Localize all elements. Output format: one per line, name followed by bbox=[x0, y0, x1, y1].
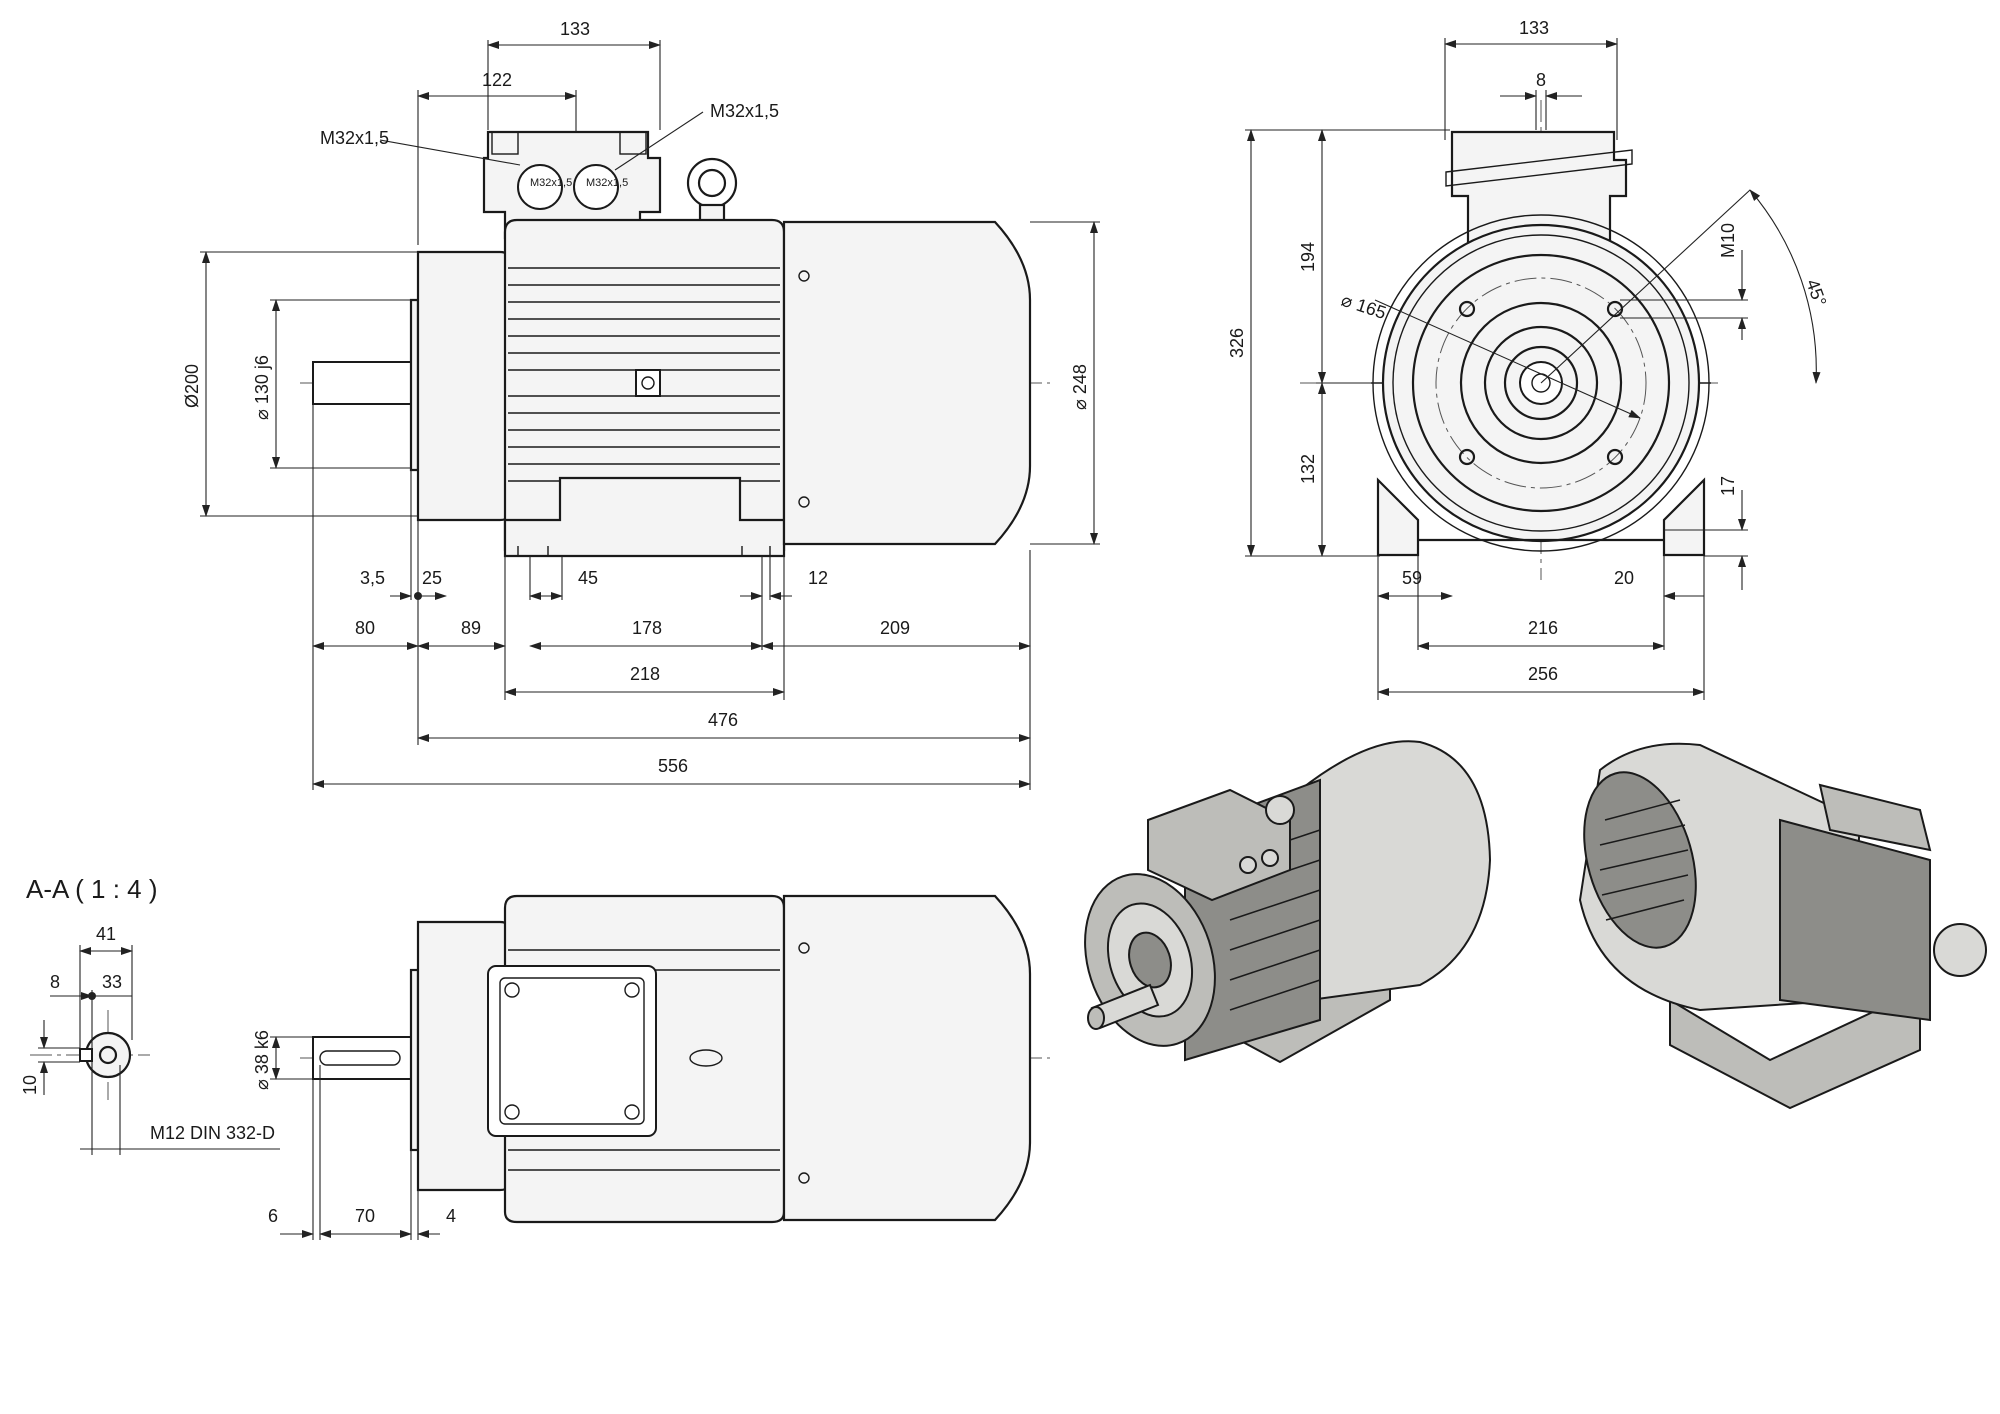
section-dim-10: 10 bbox=[20, 1075, 40, 1095]
end-view: 133 8 326 194 132 ⌀ 165 M10 45° 17 bbox=[1227, 18, 1830, 700]
top-shaft bbox=[312, 1036, 412, 1080]
section-dim-8: 8 bbox=[50, 972, 60, 992]
side-view: M32x1,5 M32x1,5 bbox=[182, 19, 1100, 790]
gland-left-label: M32x1,5 bbox=[320, 128, 389, 148]
end-dim-256: 256 bbox=[1528, 664, 1558, 684]
end-terminal-box bbox=[1450, 130, 1628, 248]
top-dim-d38k6: ⌀ 38 k6 bbox=[252, 1030, 272, 1090]
iso-view-rear bbox=[1578, 742, 1987, 1110]
dim-178: 178 bbox=[632, 618, 662, 638]
section-aa: A-A ( 1 : 4 ) 41 8 33 10 M12 DIN 332-D bbox=[20, 874, 280, 1155]
dim-122: 122 bbox=[482, 70, 512, 90]
dim-25: 25 bbox=[422, 568, 442, 588]
mounting-feet bbox=[503, 476, 786, 558]
top-dim-70: 70 bbox=[355, 1206, 375, 1226]
section-dim-41: 41 bbox=[96, 924, 116, 944]
dim-218: 218 bbox=[630, 664, 660, 684]
fan-grille bbox=[1599, 799, 1689, 921]
dim-d130j6: ⌀ 130 j6 bbox=[252, 355, 272, 420]
end-dim-d165: ⌀ 165 bbox=[1339, 290, 1389, 323]
dim-d248: ⌀ 248 bbox=[1070, 364, 1090, 410]
end-dim-20: 20 bbox=[1614, 568, 1634, 588]
dim-476: 476 bbox=[708, 710, 738, 730]
top-terminal-box bbox=[487, 965, 657, 1137]
end-dim-17: 17 bbox=[1718, 476, 1738, 496]
end-feet bbox=[1376, 477, 1420, 557]
top-view: ⌀ 38 k6 6 70 4 bbox=[252, 894, 1050, 1240]
end-dim-132: 132 bbox=[1298, 454, 1318, 484]
gland-right-label: M32x1,5 bbox=[710, 101, 779, 121]
section-title: A-A ( 1 : 4 ) bbox=[26, 874, 158, 904]
svg-text:M32x1,5: M32x1,5 bbox=[530, 177, 572, 189]
dim-12: 12 bbox=[808, 568, 828, 588]
end-dim-m10: M10 bbox=[1718, 223, 1738, 258]
end-dim-216: 216 bbox=[1528, 618, 1558, 638]
end-dim-194: 194 bbox=[1298, 242, 1318, 272]
top-fan-cover bbox=[782, 894, 1032, 1222]
dim-89: 89 bbox=[461, 618, 481, 638]
section-thread-label: M12 DIN 332-D bbox=[150, 1123, 275, 1143]
end-dim-8: 8 bbox=[1536, 70, 1546, 90]
svg-text:M32x1,5: M32x1,5 bbox=[586, 177, 628, 189]
end-dim-133: 133 bbox=[1519, 18, 1549, 38]
end-dim-326: 326 bbox=[1227, 328, 1247, 358]
dim-209: 209 bbox=[880, 618, 910, 638]
dim-133-top: 133 bbox=[560, 19, 590, 39]
end-dim-45deg: 45° bbox=[1802, 277, 1830, 309]
fan-cover bbox=[782, 220, 1032, 546]
shaft bbox=[312, 361, 412, 405]
dim-d200: Ø200 bbox=[182, 364, 202, 408]
iso-view-front bbox=[1084, 740, 1492, 1064]
dim-45: 45 bbox=[578, 568, 598, 588]
dim-80: 80 bbox=[355, 618, 375, 638]
dim-556: 556 bbox=[658, 756, 688, 776]
end-dim-59: 59 bbox=[1402, 568, 1422, 588]
top-dim-6: 6 bbox=[268, 1206, 278, 1226]
section-dim-33: 33 bbox=[102, 972, 122, 992]
top-dim-4: 4 bbox=[446, 1206, 456, 1226]
lifting-eye bbox=[686, 157, 738, 209]
dim-3-5: 3,5 bbox=[360, 568, 385, 588]
